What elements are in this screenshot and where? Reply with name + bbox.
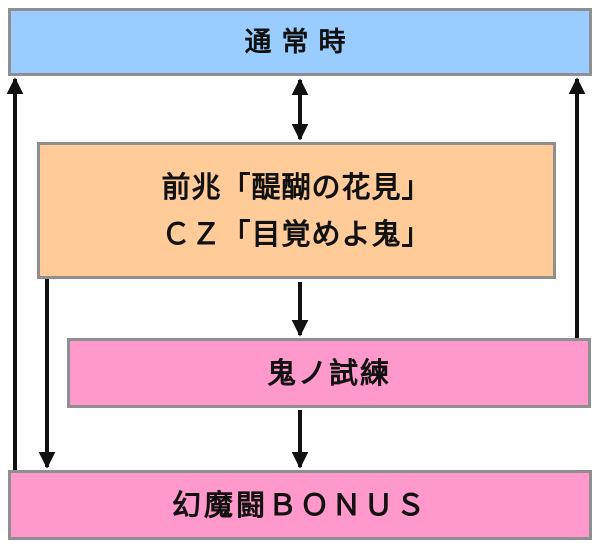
trial-label: 鬼ノ試練 — [266, 355, 391, 390]
premonition-cz-box: 前兆「醍醐の花見」 ＣＺ「目覚めよ鬼」 — [37, 142, 556, 279]
normal-state-box: 通常時 — [8, 8, 592, 76]
normal-state-label: 通常時 — [244, 26, 356, 58]
cz-label: ＣＺ「目覚めよ鬼」 — [161, 216, 432, 251]
premonition-label: 前兆「醍醐の花見」 — [161, 169, 432, 204]
bonus-box: 幻魔闘ＢＯＮＵＳ — [8, 470, 592, 540]
bonus-label: 幻魔闘ＢＯＮＵＳ — [171, 487, 428, 522]
trial-box: 鬼ノ試練 — [67, 338, 591, 408]
